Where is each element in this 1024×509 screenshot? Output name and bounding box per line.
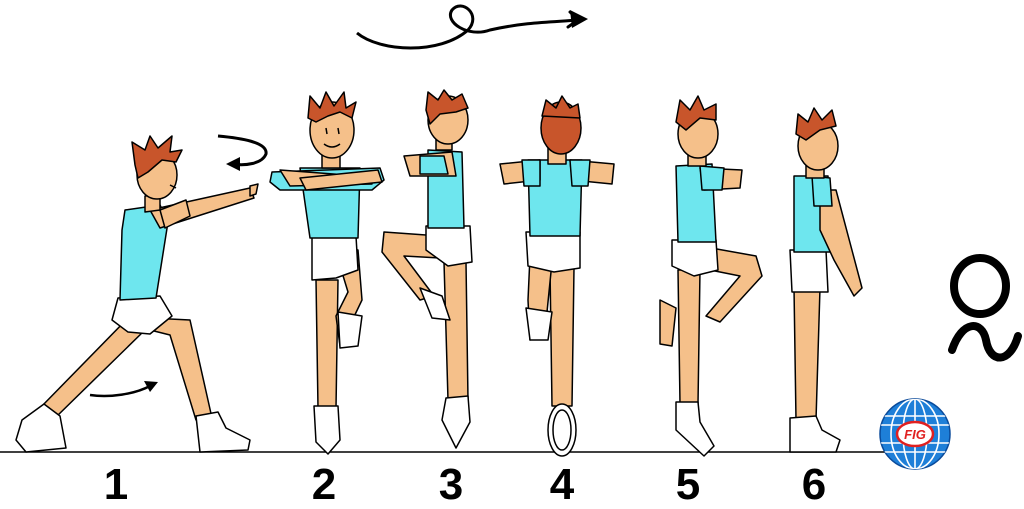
- rotation-arrow: [217, 134, 268, 171]
- figure-step-2: [269, 91, 385, 455]
- fig-logo: FIG: [879, 398, 951, 470]
- figure-step-6: [789, 107, 863, 453]
- figure-step-1: [15, 135, 259, 453]
- fig-logo-text: FIG: [904, 427, 926, 442]
- step-label-6: 6: [801, 460, 827, 509]
- floor-arrow: [89, 381, 158, 398]
- figure-step-4: [499, 95, 615, 457]
- turn-direction-arrow: [356, 4, 588, 50]
- step-label-5: 5: [675, 460, 701, 509]
- figure-step-3: [381, 89, 473, 449]
- pivot-difficulty-symbol: [948, 254, 1022, 362]
- step-label-4: 4: [549, 460, 575, 509]
- step-label-3: 3: [438, 460, 464, 509]
- figure-step-5: [659, 95, 763, 457]
- step-label-1: 1: [103, 460, 129, 509]
- step-label-2: 2: [311, 460, 337, 509]
